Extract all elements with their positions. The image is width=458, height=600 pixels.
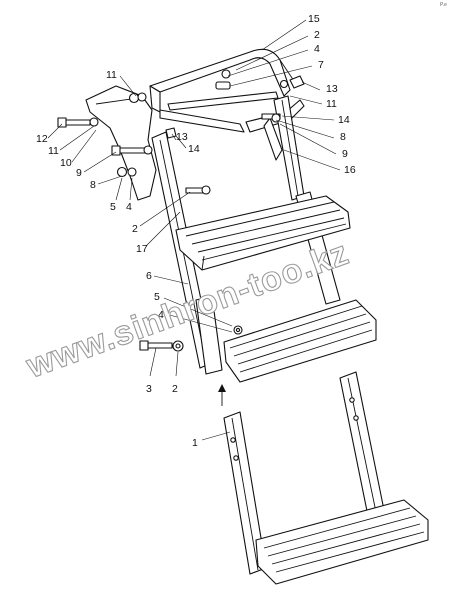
callout-4: 4 [314,43,320,55]
callout-9: 9 [76,167,82,179]
callout-15: 15 [308,13,320,25]
callout-11: 11 [106,69,117,81]
callout-7: 7 [318,59,324,71]
callout-10: 10 [60,157,72,169]
callout-3: 3 [146,383,152,395]
callout-13: 13 [176,131,188,143]
callout-14: 14 [188,143,200,155]
callout-17: 17 [136,243,148,255]
fasteners [57,69,305,352]
callout-2: 2 [314,29,320,41]
assembly-arrow [218,384,226,406]
callout-14: 14 [338,114,350,126]
callout-4: 4 [126,201,132,213]
callout-1: 1 [192,437,198,449]
callout-5: 5 [110,201,116,213]
callout-2: 2 [172,383,178,395]
callout-6: 6 [146,270,152,282]
callout-13: 13 [326,83,338,95]
callout-8: 8 [90,179,96,191]
callout-12: 12 [36,133,48,145]
callout-5: 5 [154,291,160,303]
callout-8: 8 [340,131,346,143]
callout-11: 11 [48,145,59,157]
side-plate [85,85,157,201]
middle-step [223,299,377,383]
callout-4: 4 [158,309,164,321]
leader-lines [47,19,341,441]
corner-mark: P.e [440,2,447,8]
callout-2: 2 [132,223,138,235]
upper-step [175,195,351,271]
callouts: 15 2 4 7 13 11 14 8 9 16 11 13 14 12 11 … [36,13,356,449]
callout-16: 16 [344,164,356,176]
lower-ladder [223,371,429,585]
callout-9: 9 [342,148,348,160]
slider-plate [195,295,223,375]
callout-11: 11 [326,98,337,110]
